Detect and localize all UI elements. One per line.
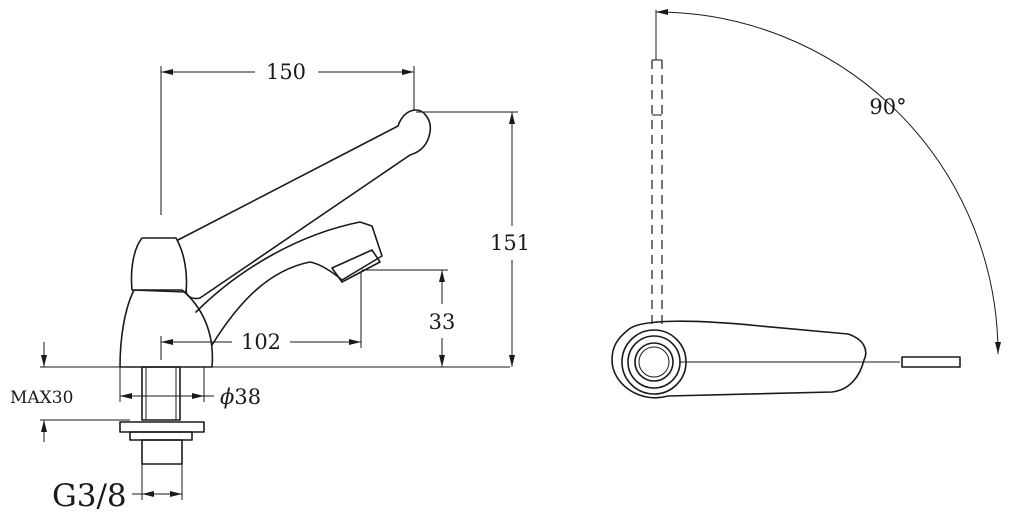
fixing-nut [119,421,205,433]
spout [195,221,383,346]
thread-tail [141,439,183,465]
dim-spout-height: 33 [429,310,456,334]
lever-handle [177,109,432,300]
rotation-arc [655,11,999,355]
dim-thread-size: G3/8 [52,478,127,514]
dim-rotation-angle: 90° [869,95,906,119]
tap-body [119,289,214,368]
dim-body-diameter: ϕ38 [220,385,261,409]
dim-total-height: 151 [490,231,530,255]
diameter-value: 38 [234,385,261,409]
lever-cap [130,237,188,293]
dim-max-deck-thickness: MAX30 [10,388,73,408]
hub-inner [634,342,674,382]
dim-handle-reach: 150 [266,60,306,84]
shank [141,366,181,421]
washer [129,431,193,441]
front-view: 150 151 33 102 ϕ38 [10,60,530,514]
lever-closed [611,320,867,399]
hub-outer [621,329,687,395]
side-view: 90° [611,9,1001,399]
spout-aerator [331,249,381,283]
hub-ring [627,335,681,389]
dim-spout-reach: 102 [241,330,281,354]
lever-tip [901,356,961,368]
diameter-symbol: ϕ [220,385,234,409]
